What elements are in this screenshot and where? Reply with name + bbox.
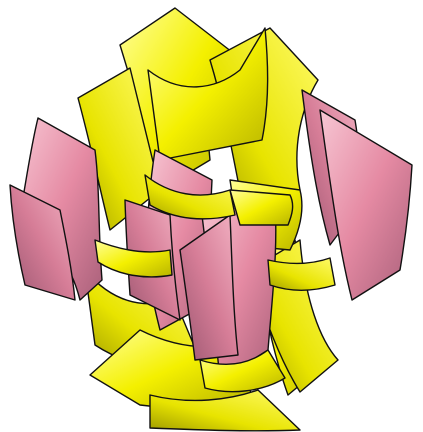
- yellow-sheets-front: [94, 174, 336, 393]
- pink-sheets: [9, 89, 413, 381]
